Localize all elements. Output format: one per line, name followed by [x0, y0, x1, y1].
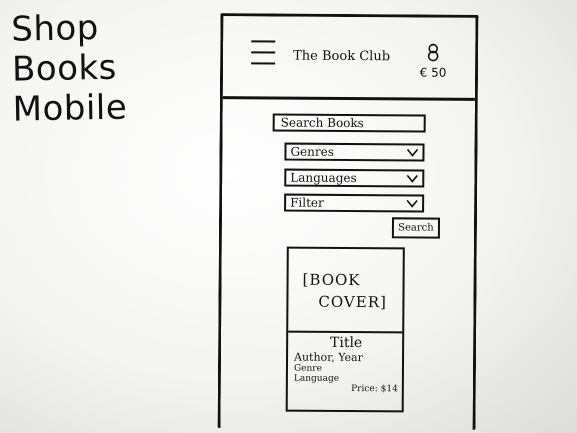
app-header: The Book Club € 50 [222, 16, 476, 101]
genres-select-label: Genres [290, 144, 334, 159]
search-input[interactable] [272, 113, 426, 133]
board-heading-line-2: Books [11, 47, 118, 90]
cart-icon [427, 43, 439, 62]
phone-frame: The Book Club € 50 Genres Languages Filt… [217, 13, 479, 430]
book-genre: Genre [293, 363, 322, 374]
book-info: Title Author, Year Genre Language Price:… [294, 335, 398, 396]
book-cover-line-1: [BOOK [302, 270, 361, 290]
book-cover-line-2: COVER] [318, 292, 387, 312]
genres-select[interactable]: Genres [284, 142, 425, 162]
chevron-down-icon [406, 199, 418, 208]
filter-select-label: Filter [290, 195, 324, 210]
board-heading-line-1: Shop [10, 8, 100, 50]
filter-select[interactable]: Filter [284, 193, 425, 213]
board-heading: Shop Books Mobile [10, 6, 193, 130]
book-price: Price: $14 [351, 384, 398, 395]
chevron-down-icon [406, 148, 419, 157]
book-author-year: Author, Year [294, 350, 363, 365]
book-cover[interactable]: [BOOK COVER] [288, 248, 403, 334]
board-heading-line-3: Mobile [12, 87, 128, 130]
languages-select[interactable]: Languages [284, 168, 425, 188]
chevron-down-icon [406, 174, 418, 183]
cart-amount: € 50 [419, 65, 447, 80]
hamburger-icon[interactable] [251, 40, 276, 70]
book-cover-placeholder: [BOOK COVER] [302, 269, 392, 314]
app-title: The Book Club [293, 48, 391, 65]
book-card[interactable]: [BOOK COVER] Title Author, Year Genre La… [285, 246, 405, 413]
book-title[interactable]: Title [329, 334, 363, 352]
cart-button[interactable]: € 50 [413, 43, 453, 80]
search-button[interactable]: Search [391, 217, 441, 239]
book-language: Language [293, 373, 340, 384]
languages-select-label: Languages [290, 170, 357, 186]
